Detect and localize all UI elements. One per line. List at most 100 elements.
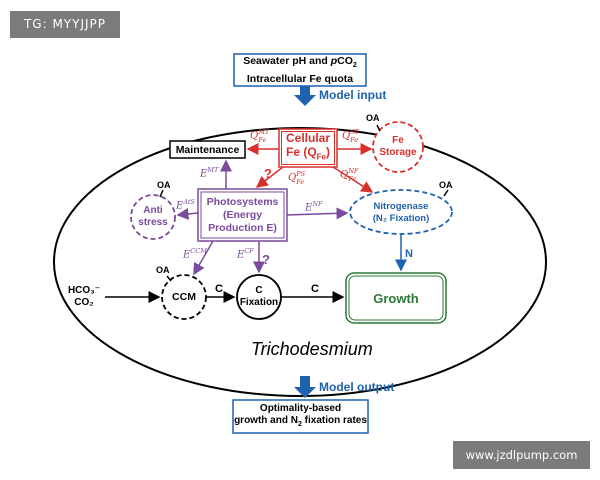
oa-hook-fe-storage xyxy=(376,124,381,132)
cellular-fe-line1: Cellular xyxy=(285,131,330,146)
photosystems-line3: Production E) xyxy=(208,221,277,234)
input-line1-sub: 2 xyxy=(352,62,357,70)
question-mark-energy: ? xyxy=(262,252,270,267)
flux-q-nf-sup: NF xyxy=(348,167,359,175)
anti-stress-circle xyxy=(130,194,176,240)
energy-e-nf-base: E xyxy=(305,202,313,214)
flux-q-mt-sup: MT xyxy=(258,128,270,136)
energy-e-ccm-base: E xyxy=(183,249,191,261)
energy-e-cf: ECF xyxy=(237,247,254,260)
organism-label: Trichodesmium xyxy=(251,339,373,359)
inputs-label: HCO₃⁻ CO₂ xyxy=(62,283,106,311)
flux-q-ps-base: Q xyxy=(288,172,297,184)
output-line1: Optimality-based xyxy=(259,402,342,414)
model-input-arrow xyxy=(294,86,316,106)
flow-c-fix-to-growth: C xyxy=(311,283,319,295)
fe-storage-line1: Fe xyxy=(392,135,404,146)
flow-c-ccm-to-fix: C xyxy=(215,283,223,295)
oa-label-anti-stress: OA xyxy=(157,180,171,190)
arrow-fe-to-nitrogenase xyxy=(332,166,374,193)
flux-q-st-base: Q xyxy=(342,130,351,142)
energy-e-ccm: ECCM xyxy=(183,247,207,260)
input-line1-prefix: Seawater pH and xyxy=(243,55,331,68)
flow-n-nitrogenase-to-growth: N xyxy=(405,248,413,260)
question-mark-fe: ? xyxy=(264,166,272,181)
output-line2-suffix: fixation rates xyxy=(301,414,367,426)
oa-hook-ccm xyxy=(166,275,172,282)
flux-q-nf-base: Q xyxy=(340,169,349,181)
fe-storage-label: Fe Storage xyxy=(373,131,423,163)
cellular-fe-sub: Fe xyxy=(316,152,326,162)
energy-e-mt: EMT xyxy=(200,166,218,179)
nitrogenase-line1: Nitrogenase xyxy=(373,201,429,212)
growth-label: Growth xyxy=(373,290,419,306)
energy-e-ccm-sup: CCM xyxy=(190,247,207,255)
oa-label-nitrogenase: OA xyxy=(439,180,453,190)
nitrogenase-line2: (N₂ Fixation) xyxy=(372,213,430,224)
inputs-hco3: HCO₃⁻ xyxy=(67,285,101,296)
anti-stress-line2: stress xyxy=(138,217,168,228)
anti-stress-label: Anti stress xyxy=(131,202,175,232)
output-line2-sub: 2 xyxy=(297,420,302,428)
c-fixation-line1: C xyxy=(255,285,263,296)
cellular-fe-box xyxy=(278,128,338,168)
fe-storage-circle xyxy=(372,121,424,173)
watermark-bottom-right: www.jzdlpump.com xyxy=(453,441,590,469)
energy-e-ats: EAtS xyxy=(176,198,195,211)
output-box xyxy=(232,399,369,434)
energy-e-nf: ENF xyxy=(305,200,323,213)
model-input-label: Model input xyxy=(319,88,387,102)
flux-q-ps-sup: PS xyxy=(296,170,306,178)
energy-e-cf-sup: CF xyxy=(244,247,254,255)
photosystems-label: Photosystems (Energy Production E) xyxy=(198,189,287,241)
oa-label-ccm: OA xyxy=(156,265,170,275)
flux-q-mt-sub: Fe xyxy=(258,136,267,144)
flux-q-st-sub: Fe xyxy=(350,136,359,144)
photosystems-line2: (Energy xyxy=(222,208,263,221)
cellular-fe-label: Cellular Fe (QFe) xyxy=(279,129,337,167)
c-fixation-line2: Fixation xyxy=(239,297,279,308)
model-output-label: Model output xyxy=(319,380,395,394)
oa-label-fe-storage: OA xyxy=(366,113,380,123)
cell-ellipse xyxy=(53,127,547,397)
cellular-fe-line2: Fe (Q xyxy=(285,145,317,160)
oa-hook-anti-stress xyxy=(159,189,164,198)
anti-stress-line1: Anti xyxy=(143,205,163,216)
flux-q-ps-sub: Fe xyxy=(296,178,305,186)
fe-storage-line2: Storage xyxy=(379,147,417,158)
model-output-box-text: Optimality-based growth and N2 fixation … xyxy=(233,400,368,433)
arrow-fe-to-photosystems xyxy=(255,166,284,188)
growth-box xyxy=(345,272,447,324)
energy-e-ats-sup: AtS xyxy=(183,198,195,206)
flux-q-mt-base: Q xyxy=(250,130,259,142)
arrow-ps-to-ccm xyxy=(193,240,214,276)
photosystems-line1: Photosystems xyxy=(206,195,279,208)
input-line2: Intracellular Fe quota xyxy=(246,72,354,85)
model-output-arrow xyxy=(294,376,316,398)
maintenance-box xyxy=(169,140,246,159)
maintenance-label: Maintenance xyxy=(175,143,240,156)
ccm-label: CCM xyxy=(172,291,196,303)
flux-q-nf-sub: Fe xyxy=(348,175,357,183)
energy-e-nf-sup: NF xyxy=(312,200,323,208)
photosystems-box xyxy=(197,188,288,242)
model-input-box-text: Seawater pH and pCO2 Intracellular Fe qu… xyxy=(234,54,366,86)
arrow-ps-to-nitrogenase xyxy=(286,207,349,220)
arrow-ps-to-antistress xyxy=(176,207,199,220)
input-line1-co: CO xyxy=(337,55,353,68)
cellular-fe-line3: ) xyxy=(326,145,330,160)
watermark-top-left: TG: MYYJJPP xyxy=(10,11,120,38)
nitrogenase-label: Nitrogenase (N₂ Fixation) xyxy=(350,199,452,227)
energy-e-mt-sup: MT xyxy=(207,166,219,174)
input-line1-p: p xyxy=(330,55,338,68)
oa-hook-nitrogenase xyxy=(443,189,449,197)
energy-e-ats-base: E xyxy=(176,200,184,212)
energy-e-mt-base: E xyxy=(200,168,208,180)
output-line2-prefix: growth and N xyxy=(234,414,298,426)
inputs-co2: CO₂ xyxy=(74,297,94,308)
